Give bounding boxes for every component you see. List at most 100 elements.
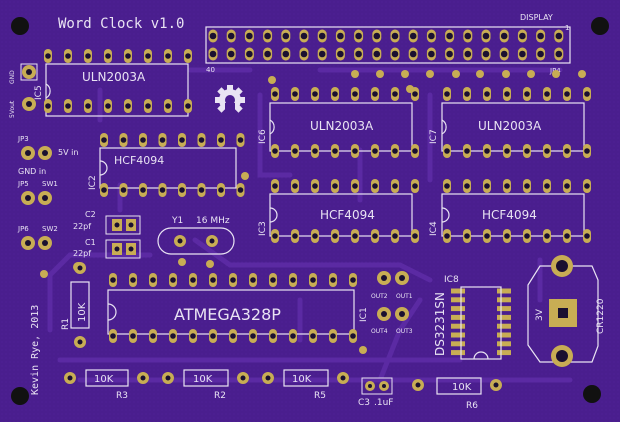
display-pin-hole xyxy=(227,32,235,40)
display-pin-hole xyxy=(519,32,526,40)
caps-c1-c2: C2 22pf C1 22pf xyxy=(73,210,141,259)
ic7-footprint: ULN2003A IC7 xyxy=(429,87,591,158)
dip-pin-top-hole xyxy=(159,137,166,143)
c3-value: .1uF xyxy=(374,398,393,408)
dip-pin-bottom-hole xyxy=(332,148,338,154)
dip-pin-bottom-hole xyxy=(504,148,510,154)
dip-pin-top-hole xyxy=(292,91,298,97)
ic6-part: ULN2003A xyxy=(310,119,374,133)
ic1-footprint: ATMEGA328P IC1 xyxy=(107,273,369,343)
dip-pin-bottom-hole xyxy=(185,103,191,109)
display-pin-hole xyxy=(355,50,362,58)
dip-pin-bottom-hole xyxy=(372,148,378,154)
ic4-part: HCF4094 xyxy=(482,208,537,222)
r2-value: 10K xyxy=(193,374,213,385)
display-pin-hole xyxy=(409,32,417,40)
sw2-label: SW2 xyxy=(42,225,58,233)
ic8-ref: IC8 xyxy=(444,275,459,285)
c1-value: 22pf xyxy=(73,249,91,258)
dip-pin-bottom-hole xyxy=(312,233,318,239)
dip-pin-bottom-hole xyxy=(159,187,166,193)
dip-pin-bottom-hole xyxy=(564,148,570,154)
soic-pad xyxy=(451,297,465,303)
ic3-ref: IC3 xyxy=(258,221,268,236)
display-pin-hole xyxy=(355,32,362,40)
display-pin-hole xyxy=(482,32,490,40)
dip-pin-bottom-hole xyxy=(332,233,338,239)
dip-pin-top-hole xyxy=(524,91,530,97)
display-pin-hole xyxy=(446,50,453,58)
dip-pin-bottom-hole xyxy=(165,103,171,109)
dip-pin-top-hole xyxy=(312,183,318,189)
r5-value: 10K xyxy=(292,374,312,385)
dip-pin-top-hole xyxy=(484,91,490,97)
dip-pin-bottom-hole xyxy=(125,103,131,109)
dip-pin-bottom-hole xyxy=(350,333,356,339)
dip-pin-top-hole xyxy=(45,53,51,59)
display-pin-hole xyxy=(555,50,563,58)
oshw-logo-icon xyxy=(215,85,245,115)
soic-pad xyxy=(497,341,511,347)
soic-pad xyxy=(497,314,511,320)
r5-ref: R5 xyxy=(314,391,326,401)
dip-pin-top-hole xyxy=(85,53,91,59)
crystal-ref: Y1 xyxy=(171,216,183,226)
soic-pad xyxy=(497,350,511,356)
dip-pin-top-hole xyxy=(105,53,111,59)
c2-value: 22pf xyxy=(73,222,91,231)
dip-pin-bottom-hole xyxy=(392,233,398,239)
out1-label: OUT1 xyxy=(396,293,413,300)
dip-pin-bottom-hole xyxy=(120,187,127,193)
sw1-label: SW1 xyxy=(42,180,58,188)
soic-pad xyxy=(451,314,465,320)
board-title: Word Clock v1.0 xyxy=(58,16,184,32)
dip-pin-bottom-hole xyxy=(352,233,358,239)
dip-pin-bottom-hole xyxy=(310,333,316,339)
dip-pin-bottom-hole xyxy=(140,187,146,193)
dip-pin-top-hole xyxy=(464,91,470,97)
dip-pin-top-hole xyxy=(444,183,450,189)
display-pin-hole xyxy=(409,50,417,58)
dip-pin-top-hole xyxy=(101,137,107,143)
display-pin-hole xyxy=(246,32,253,40)
battery-holder: 3V CR1220 xyxy=(527,255,606,367)
display-pin-hole xyxy=(373,32,381,40)
dip-pin-top-hole xyxy=(564,183,570,189)
dip-pin-bottom-hole xyxy=(101,187,107,193)
dip-pin-top-hole xyxy=(544,183,550,189)
ic2-part: HCF4094 xyxy=(114,154,164,167)
dip-pin-top-hole xyxy=(332,183,338,189)
dip-pin-bottom-hole xyxy=(230,333,236,339)
gnd-label: GND xyxy=(9,70,16,84)
dip-pin-top-hole xyxy=(179,137,185,143)
ic8-part: DS3231SN xyxy=(433,292,447,356)
display-header: DISPLAY 1 40 JP4 xyxy=(205,13,571,75)
out4-label: OUT4 xyxy=(371,328,388,335)
soic-pad xyxy=(497,323,511,329)
r6-value: 10K xyxy=(452,382,472,393)
dip-pin-top-hole xyxy=(210,277,216,283)
display-pin-hole xyxy=(227,50,235,58)
dip-pin-bottom-hole xyxy=(270,333,276,339)
dip-pin-bottom-hole xyxy=(272,148,278,154)
dip-pin-bottom-hole xyxy=(145,103,151,109)
soic-pad xyxy=(451,350,465,356)
c2-label: C2 xyxy=(85,210,96,219)
ic5-footprint: ULN2003A IC5 xyxy=(34,49,192,117)
display-pin-hole xyxy=(209,32,217,40)
resistor-r2: 10K R2 xyxy=(162,369,249,401)
mounting-holes xyxy=(11,17,609,405)
dip-pin-top-hole xyxy=(250,277,256,283)
display-pin-hole xyxy=(282,50,290,58)
dip-pin-bottom-hole xyxy=(372,233,378,239)
display-pin-hole xyxy=(482,50,490,58)
dip-pin-top-hole xyxy=(544,91,550,97)
soic-pad xyxy=(451,288,465,294)
dip-pin-bottom-hole xyxy=(210,333,216,339)
display-pin-hole xyxy=(300,50,308,58)
display-pin-hole xyxy=(300,32,308,40)
dip-pin-top-hole xyxy=(444,91,450,97)
r3-value: 10K xyxy=(94,374,114,385)
ic4-ref: IC4 xyxy=(429,221,439,236)
